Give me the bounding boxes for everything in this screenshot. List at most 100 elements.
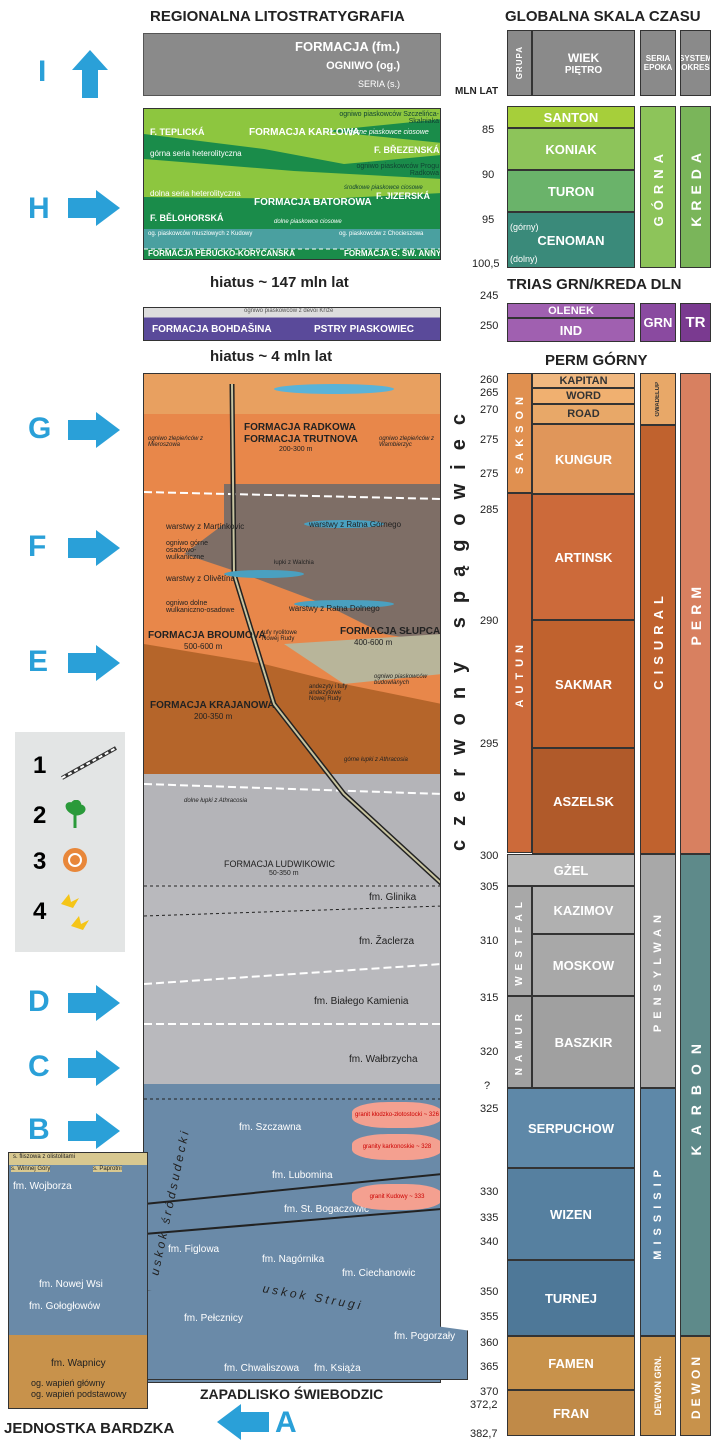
- f-brezenska: F. BŘEZENSKÁ: [374, 145, 440, 155]
- radkowa-thickness: 200-300 m: [279, 446, 312, 453]
- fm-nowej-wsi: fm. Nowej Wsi: [39, 1279, 103, 1290]
- pstry-piaskowiec: PSTRY PIASKOWIEC: [314, 324, 414, 335]
- formacja-label: FORMACJA (fm.): [295, 39, 400, 54]
- age-100: 100,5: [472, 258, 500, 270]
- arrow-label-b: B: [28, 1113, 50, 1147]
- granit-1: granit kłodzko-złotostocki ~ 326: [352, 1102, 441, 1128]
- age-270: 270: [480, 404, 498, 416]
- ogniwo-label: OGNIWO (og.): [326, 60, 400, 72]
- fm-wapnicy: fm. Wapnicy: [51, 1358, 106, 1369]
- arrow-label-f: F: [28, 530, 46, 564]
- series-pensylwan: PENSYLWAN: [640, 854, 676, 1088]
- legend-4: 4: [33, 898, 46, 926]
- slupca-thickness: 400-600 m: [354, 638, 392, 647]
- fm-ksiaza: fm. Książa: [314, 1363, 361, 1374]
- arrow-label-h: H: [28, 192, 50, 226]
- stage-koniak: KONIAK: [507, 128, 635, 170]
- fault-line-icon: [60, 742, 120, 782]
- f-radkowa: FORMACJA RADKOWA: [244, 422, 356, 433]
- granit-3: granit Kudowy ~ 333: [352, 1184, 441, 1210]
- age-90: 90: [482, 169, 494, 181]
- f-karlowa: FORMACJA KARŁOWA: [249, 127, 360, 138]
- stage-fran: FRAN: [507, 1390, 635, 1436]
- fm-chwaliszowa: fm. Chwaliszowa: [224, 1363, 299, 1374]
- age-355: 355: [480, 1311, 498, 1323]
- age-85: 85: [482, 124, 494, 136]
- fm-bialy: fm. Białego Kamienia: [314, 996, 409, 1007]
- right-arrow-icon: [66, 1048, 122, 1088]
- system-dewon: DEWON: [680, 1336, 711, 1436]
- age-question: ?: [484, 1080, 490, 1092]
- krajanowa-thickness: 200-350 m: [194, 712, 232, 721]
- fm-pelcznicy: fm. Pełcznicy: [184, 1313, 243, 1324]
- age-250: 250: [480, 320, 498, 332]
- w-olivetina: warstwy z Olivětína: [166, 574, 235, 583]
- right-arrow-icon: [66, 983, 122, 1023]
- legend-2: 2: [33, 802, 46, 830]
- left-arrow-icon: [215, 1402, 271, 1442]
- trias-header: TRIAS GRN/KREDA DLN: [507, 276, 681, 293]
- stage-turnej: TURNEJ: [507, 1260, 635, 1336]
- age-300: 300: [480, 850, 498, 862]
- series-gorna-kreda: GÓRNA: [640, 106, 676, 268]
- f-belohorska: F. BĚLOHORSKÁ: [150, 213, 224, 223]
- group-westfal: WESTFAL: [507, 886, 532, 996]
- stage-moskow: MOSKOW: [532, 934, 635, 996]
- seria-label: SERIA (s.): [358, 79, 400, 89]
- fm-ciechanowic: fm. Ciechanowic: [342, 1268, 415, 1279]
- right-arrow-icon: [66, 410, 122, 450]
- fm-walbrzych: fm. Wałbrzycha: [349, 1054, 418, 1065]
- stage-santon: SANTON: [507, 106, 635, 128]
- perm-gorny-header: PERM GÓRNY: [545, 352, 648, 369]
- system-perm: PERM: [680, 373, 711, 854]
- og-szczelinca: ogniwo piaskowców Szczelińca-Skalniaka: [339, 111, 439, 125]
- ludwikowic-thickness: 50-350 m: [269, 870, 299, 877]
- age-95: 95: [482, 214, 494, 226]
- fm-zacler: fm. Žaclerza: [359, 936, 414, 947]
- age-372: 372,2: [470, 1399, 498, 1411]
- group-sakson: SAKSON: [507, 373, 532, 493]
- group-autun: AUTUN: [507, 493, 532, 853]
- dolna-seria: dolna seria heterolityczna: [150, 189, 241, 198]
- arrow-label-a: A: [275, 1406, 297, 1440]
- s-paprotni: s. Paprotni: [93, 1166, 122, 1172]
- system-karbon: KARBON: [680, 854, 711, 1336]
- stage-kungur: KUNGUR: [532, 424, 635, 494]
- stage-famen: FAMEN: [507, 1336, 635, 1390]
- age-370: 370: [480, 1386, 498, 1398]
- gorne-piask: górne piaskowce ciosowe: [349, 129, 429, 136]
- system-kreda: KREDA: [680, 106, 711, 268]
- stage-gzel: GŻEL: [507, 854, 635, 886]
- fm-figlowa: fm. Figlowa: [168, 1244, 219, 1255]
- age-360: 360: [480, 1337, 498, 1349]
- perm-karbon-lithology-block: FORMACJA RADKOWA FORMACJA TRUTNOVA 200-3…: [143, 373, 441, 1383]
- age-325: 325: [480, 1103, 498, 1115]
- age-320: 320: [480, 1046, 498, 1058]
- series-dewon-grn: DEWON GRN.: [640, 1336, 676, 1436]
- stage-artinsk: ARTINSK: [532, 494, 635, 620]
- age-265: 265: [480, 387, 498, 399]
- stage-kazimov: KAZIMOV: [532, 886, 635, 934]
- tufy: tufy ryolitowe Nowej Rudy: [262, 630, 312, 642]
- og-kudowy: og. piaskowców muszlowych z Kudowy: [148, 231, 252, 237]
- bardzka-block: s. fliszowa z olistolitami s. Winnej Gór…: [8, 1152, 148, 1409]
- stage-serpuchow: SERPUCHOW: [507, 1088, 635, 1168]
- age-365: 365: [480, 1361, 498, 1373]
- trias-lithology-block: ogniwo piaskowców z devoi Kříže FORMACJA…: [143, 307, 441, 341]
- trias-top-label: ogniwo piaskowców z devoi Kříže: [244, 308, 333, 314]
- stage-kapitan: KAPITAN: [532, 373, 635, 388]
- right-arrow-icon: [66, 1111, 122, 1151]
- zlep-mlinsko: ogniwo zlepieńców z Mieroszowa: [148, 436, 218, 448]
- cenoman-dolny: (dolny): [510, 254, 538, 264]
- age-260: 260: [480, 374, 498, 386]
- f-krajanowa: FORMACJA KRAJANOWA: [150, 700, 275, 711]
- arrow-label-c: C: [28, 1050, 50, 1084]
- fm-bogaczowic: fm. St. Bogaczowic: [284, 1204, 369, 1215]
- legend-1: 1: [33, 752, 46, 780]
- age-315: 315: [480, 992, 498, 1004]
- og-glowny: og. wapień główny: [31, 1378, 105, 1388]
- series-grn: GRN: [640, 303, 676, 342]
- age-245: 245: [480, 290, 498, 302]
